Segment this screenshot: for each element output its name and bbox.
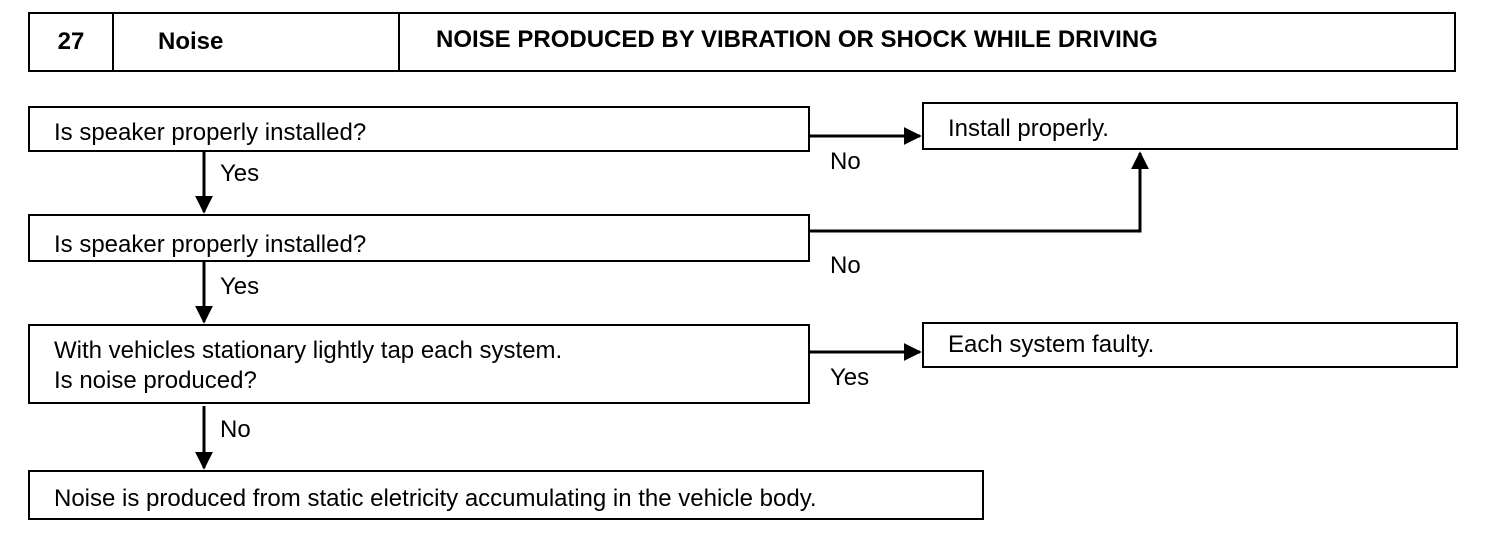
- arrow-q2-to-install: [810, 151, 1149, 233]
- section-title: NOISE PRODUCED BY VIBRATION OR SHOCK WHI…: [436, 26, 1158, 53]
- result-text: Install properly.: [948, 115, 1109, 142]
- result-text: Noise is produced from static eletricity…: [54, 485, 817, 512]
- result-static-electricity: Noise is produced from static eletricity…: [28, 470, 984, 520]
- section-number: 27: [30, 14, 114, 70]
- section-category: Noise: [114, 14, 400, 70]
- question-text-line2: Is noise produced?: [54, 367, 257, 394]
- question-text: Is speaker properly installed?: [54, 119, 367, 146]
- question-text-line1: With vehicles stationary lightly tap eac…: [54, 337, 563, 364]
- question-tap-system: With vehicles stationary lightly tap eac…: [28, 324, 810, 404]
- question-speaker-installed-1: Is speaker properly installed?: [28, 106, 810, 152]
- result-text: Each system faulty.: [948, 331, 1155, 358]
- question-text: Is speaker properly installed?: [54, 231, 367, 258]
- result-install-properly: Install properly.: [922, 102, 1458, 150]
- branch-label-q3-no: No: [220, 416, 251, 443]
- question-speaker-installed-2: Is speaker properly installed?: [28, 214, 810, 262]
- branch-label-q3-yes: Yes: [830, 364, 870, 391]
- header-table: 27 Noise NOISE PRODUCED BY VIBRATION OR …: [28, 12, 1456, 72]
- branch-label-q2-no: No: [830, 252, 861, 279]
- branch-label-q2-yes: Yes: [220, 273, 260, 300]
- branch-label-q1-yes: Yes: [220, 160, 260, 187]
- branch-label-q1-no: No: [830, 148, 861, 175]
- result-each-system-faulty: Each system faulty.: [922, 322, 1458, 368]
